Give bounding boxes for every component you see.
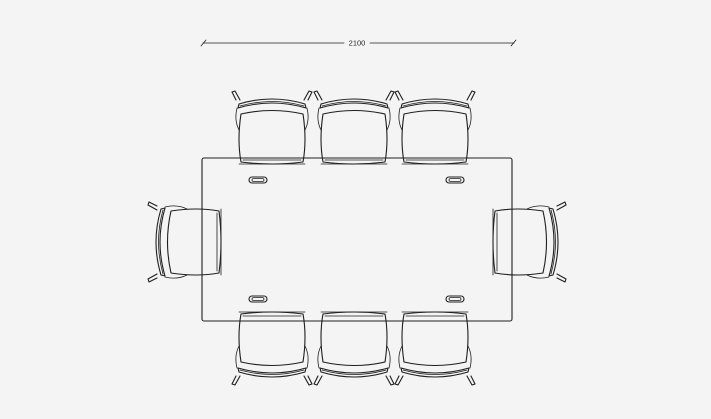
chair-top-3 [394,90,476,165]
cable-port-bottom-left [248,295,268,303]
chair-top-2 [313,90,395,165]
chair-bottom-3 [394,311,476,386]
chair-bottom-2 [313,311,395,386]
chair-bottom-1 [231,311,313,386]
chair-right [492,201,567,283]
cable-port-top-right [445,176,465,184]
cable-port-top-left [248,176,268,184]
dimension-label: 2100 [349,39,366,48]
table-top [201,157,513,322]
dimension-line: 2100 [200,39,517,48]
chair-left [147,201,222,283]
cable-port-bottom-right [445,295,465,303]
chair-top-1 [231,90,313,165]
